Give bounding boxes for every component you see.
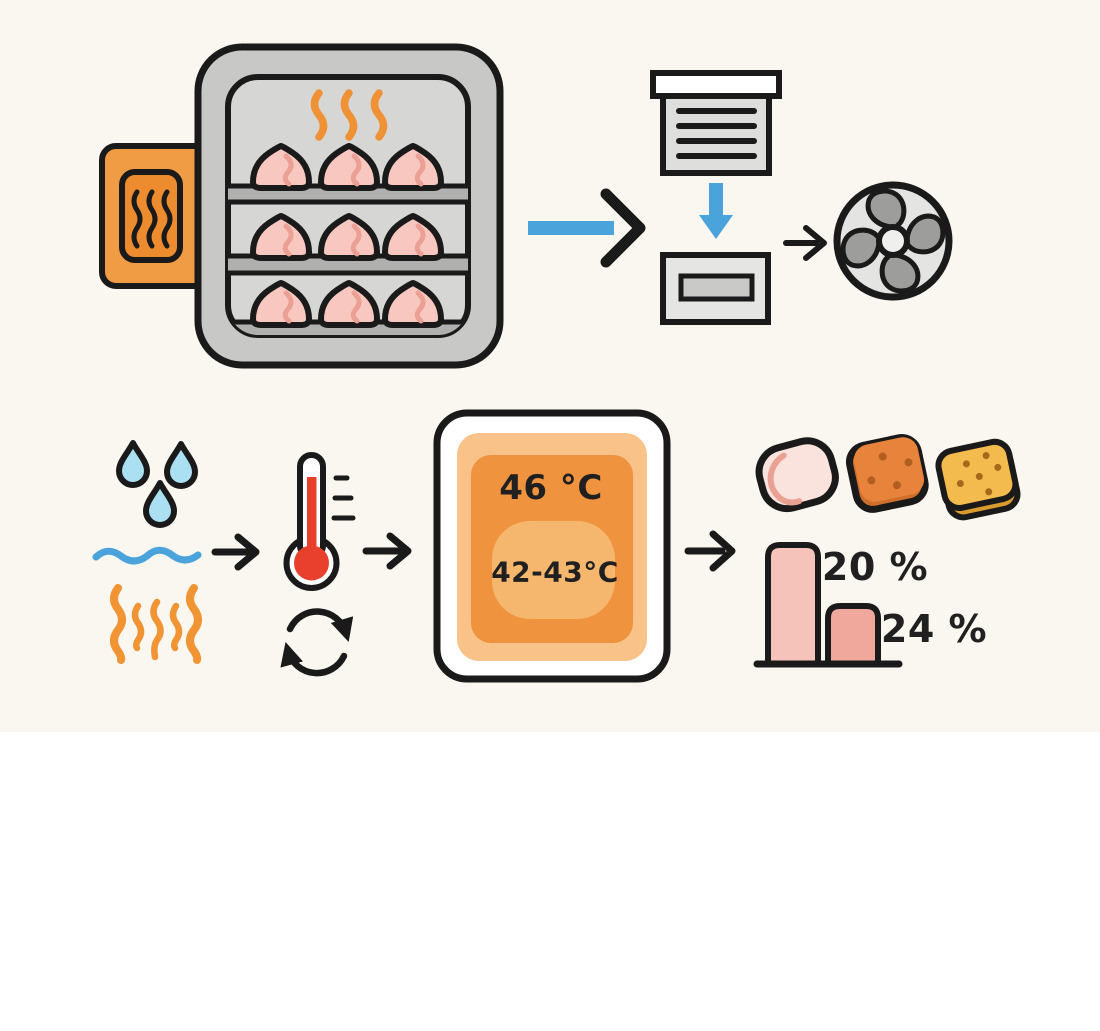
- water-wave-icon: [92, 546, 202, 565]
- down-arrow-blue-icon: [699, 183, 733, 239]
- dough-temp-label: 42-43°C: [491, 555, 619, 589]
- steam-squiggles-icon: [310, 89, 388, 141]
- proofing-chamber-icon: [433, 409, 671, 683]
- flow-arrow-3-icon: [684, 530, 736, 572]
- bar1-percent-label: 20 %: [821, 545, 929, 589]
- control-box-icon: [660, 252, 771, 325]
- flow-arrow-blue-icon: [528, 188, 646, 268]
- humidity-bar-chart: [753, 542, 903, 668]
- thermometer-ticks: [331, 475, 356, 521]
- dough-roll-icon: [755, 437, 839, 513]
- heat-waves-icon: [110, 584, 202, 664]
- bar2-percent-label: 24 %: [880, 607, 988, 651]
- diagram-artwork: [92, 43, 1021, 683]
- heater-wave-lines: [131, 189, 173, 249]
- thermometer-icon: [283, 452, 356, 591]
- circulation-fan-icon: [833, 181, 953, 301]
- chamber-temp-label: 46 °C: [499, 468, 603, 508]
- flow-arrow-to-fan-icon: [783, 225, 827, 261]
- flow-arrow-1-icon: [211, 533, 260, 571]
- bar-24: [825, 603, 881, 667]
- cracker-icon: [935, 438, 1021, 521]
- humidity-vent-icon: [650, 70, 782, 176]
- proofing-cabinet-icon: [194, 43, 504, 369]
- flow-arrow-2-icon: [362, 532, 412, 570]
- dough-buns-icon: [253, 146, 441, 325]
- toasted-bread-icon: [845, 434, 929, 513]
- cycle-arrows-icon: [280, 608, 354, 677]
- water-droplets-icon: [116, 440, 198, 528]
- bar-20: [765, 542, 821, 667]
